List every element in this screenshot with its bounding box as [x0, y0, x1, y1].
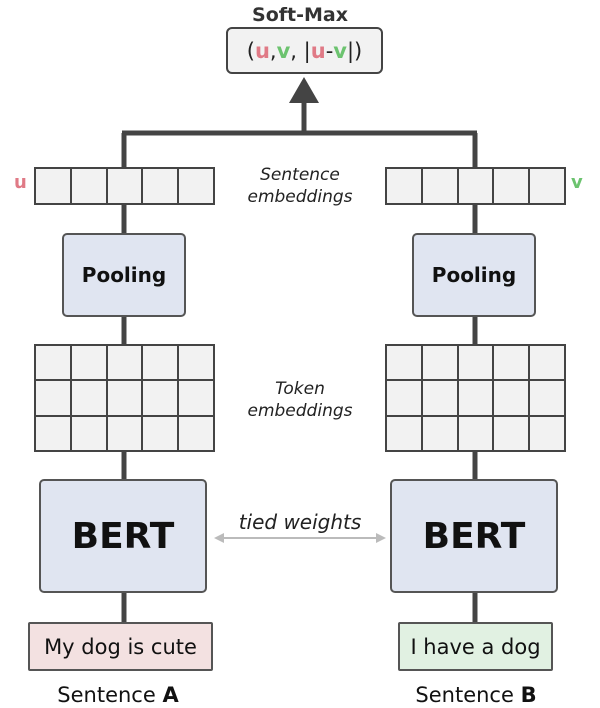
sentence-b-prefix: Sentence [415, 683, 521, 707]
pooling-label-right: Pooling [431, 263, 517, 287]
bert-box-left: BERT [39, 479, 207, 593]
input-sentence-b: I have a dog [398, 622, 553, 671]
token-embeddings-grid-right [385, 344, 566, 452]
bert-box-right: BERT [390, 479, 558, 593]
input-sentence-a: My dog is cute [28, 622, 213, 671]
sentence-embeddings-line2: embeddings [247, 187, 353, 207]
tied-weights-label: tied weights [238, 510, 362, 534]
formula-close: |) [346, 38, 363, 63]
token-embeddings-line2: embeddings [247, 401, 353, 421]
formula-u2: u [310, 38, 326, 63]
token-embeddings-line1: Token [275, 379, 325, 399]
sentence-embeddings-label: Sentence embeddings [200, 164, 400, 208]
sentence-b-caption: Sentence B [366, 683, 586, 707]
vector-v-label: v [571, 172, 583, 193]
sentence-a-letter: A [162, 683, 179, 707]
formula-v2: v [333, 38, 347, 63]
token-embeddings-label: Token embeddings [200, 378, 400, 422]
sentence-embedding-u [34, 167, 215, 205]
vector-u-label: u [14, 172, 27, 193]
token-embeddings-grid-left [34, 344, 215, 452]
pooling-label-left: Pooling [81, 263, 167, 287]
sentence-embedding-v [385, 167, 566, 205]
sentence-a-caption: Sentence A [8, 683, 228, 707]
formula-sep2: , | [290, 38, 311, 63]
formula-sep1: , [269, 38, 277, 63]
softmax-title: Soft-Max [252, 4, 348, 26]
pooling-box-right: Pooling [412, 233, 536, 317]
pooling-box-left: Pooling [62, 233, 186, 317]
formula-u: u [254, 38, 270, 63]
formula-open-paren: ( [246, 38, 255, 63]
input-sentence-b-text: I have a dog [410, 634, 541, 659]
input-sentence-a-text: My dog is cute [44, 634, 197, 659]
bert-label-right: BERT [422, 515, 526, 557]
up-arrow-icon [289, 77, 319, 103]
bert-label-left: BERT [71, 515, 175, 557]
sentence-embeddings-line1: Sentence [260, 165, 340, 185]
sentence-a-prefix: Sentence [57, 683, 163, 707]
softmax-formula-box: (u, v, |u-v|) [226, 27, 383, 74]
sentence-b-letter: B [520, 683, 537, 707]
formula-minus: - [325, 38, 334, 63]
formula-v: v [276, 38, 291, 63]
